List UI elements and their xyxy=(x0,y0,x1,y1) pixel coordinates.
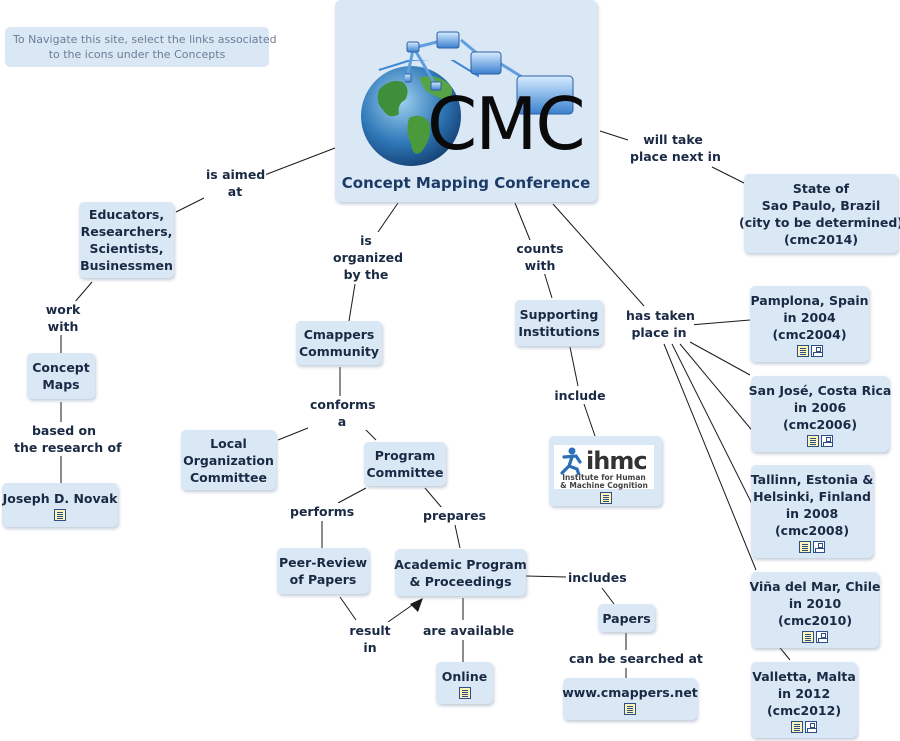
link-result-in: result in xyxy=(346,622,394,656)
cmc-logo-text: CMC xyxy=(427,82,586,166)
link-include: include xyxy=(552,387,608,404)
concept-map-icon[interactable] xyxy=(813,540,825,553)
document-icon[interactable] xyxy=(802,630,814,643)
node-academic-program[interactable]: Academic Program & Proceedings xyxy=(394,549,527,596)
link-will-take-place-next-in: will take place next in xyxy=(628,131,721,165)
node-cmappers-community[interactable]: Cmappers Community xyxy=(296,321,382,365)
node-supporting-institutions[interactable]: Supporting Institutions xyxy=(515,300,603,346)
document-icon[interactable] xyxy=(799,540,811,553)
node-program-committee[interactable]: Program Committee xyxy=(364,442,446,486)
link-performs: performs xyxy=(288,503,356,520)
document-icon[interactable] xyxy=(54,508,66,521)
globe-icon xyxy=(361,60,479,166)
document-icon[interactable] xyxy=(807,434,819,447)
document-icon[interactable] xyxy=(458,686,471,699)
document-icon[interactable] xyxy=(599,492,612,504)
concept-map-icon[interactable] xyxy=(816,630,828,643)
link-can-be-searched-at: can be searched at xyxy=(567,650,703,667)
node-san-jose[interactable]: San José, Costa Rica in 2006 (cmc2006) xyxy=(749,376,891,452)
node-cmappers-net[interactable]: www.cmappers.net xyxy=(562,678,698,720)
document-icon[interactable] xyxy=(796,344,809,357)
link-are-available: are available xyxy=(421,622,515,639)
node-valletta[interactable]: Valletta, Malta in 2012 (cmc2012) xyxy=(751,662,857,738)
node-ihmc[interactable]: ihmc Institute for Human & Machine Cogni… xyxy=(549,436,662,506)
node-local-organization-committee[interactable]: Local Organization Committee xyxy=(181,430,276,490)
navigation-note: To Navigate this site, select the links … xyxy=(5,27,277,67)
link-is-aimed-at: is aimed at xyxy=(204,166,266,200)
node-tallinn-helsinki[interactable]: Tallinn, Estonia & Helsinki, Finland in … xyxy=(751,465,873,558)
link-conforms-a: conforms a xyxy=(308,396,376,430)
node-educators[interactable]: Educators, Researchers, Scientists, Busi… xyxy=(79,202,174,278)
node-vina-del-mar[interactable]: Viña del Mar, Chile in 2010 (cmc2010) xyxy=(750,572,880,648)
concept-map-icon[interactable] xyxy=(805,720,817,733)
concept-map-icon[interactable] xyxy=(810,344,823,357)
conference-title: Concept Mapping Conference xyxy=(341,174,591,192)
link-includes: includes xyxy=(566,569,628,586)
cmc-logo-node[interactable]: CMC Concept Mapping Conference xyxy=(335,0,597,202)
link-has-taken-place-in: has taken place in xyxy=(624,307,695,341)
node-pamplona[interactable]: Pamplona, Spain in 2004 (cmc2004) xyxy=(750,286,869,362)
node-peer-review[interactable]: Peer-Review of Papers xyxy=(277,548,369,594)
document-icon[interactable] xyxy=(791,720,803,733)
ihmc-logo: ihmc Institute for Human & Machine Cogni… xyxy=(554,445,654,490)
link-based-on: based on the research of xyxy=(12,422,122,456)
document-icon[interactable] xyxy=(624,702,636,715)
link-counts-with: counts with xyxy=(514,240,566,274)
link-work-with: work with xyxy=(40,301,86,335)
node-brazil[interactable]: State of Sao Paulo, Brazil (city to be d… xyxy=(739,174,900,253)
node-joseph-novak[interactable]: Joseph D. Novak xyxy=(2,483,118,527)
link-prepares: prepares xyxy=(421,507,487,524)
concept-map-icon[interactable] xyxy=(821,434,833,447)
node-concept-maps[interactable]: Concept Maps xyxy=(27,353,95,399)
connected-boxes-graphic xyxy=(405,31,574,115)
node-papers[interactable]: Papers xyxy=(598,604,655,632)
node-online[interactable]: Online xyxy=(436,662,493,704)
running-person-icon xyxy=(560,447,582,475)
link-organized-by: is organized by the xyxy=(331,232,404,283)
